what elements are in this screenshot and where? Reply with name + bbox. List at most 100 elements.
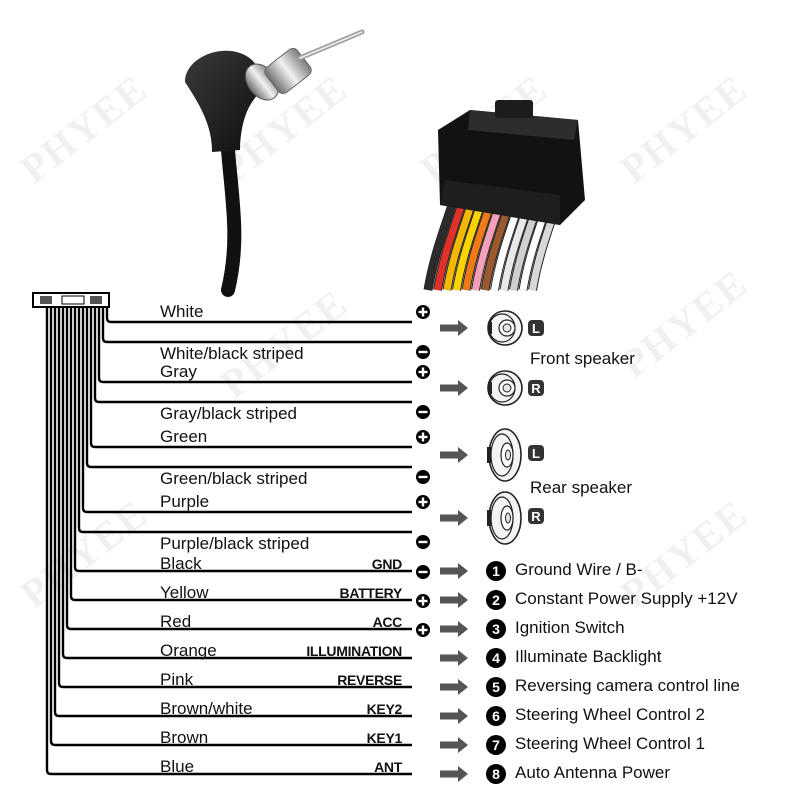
channel-badge-text: R: [531, 509, 541, 524]
wire-line: [85, 307, 412, 469]
wire-line: [77, 307, 412, 534]
wire-color-label: Purple/black striped: [160, 534, 310, 553]
wire-color-label: White: [160, 302, 204, 321]
wire-line: [73, 307, 412, 573]
wire-line: [89, 307, 412, 449]
wire-code-label: ACC: [372, 614, 403, 630]
wire-code-label: KEY1: [366, 730, 403, 746]
wire-color-label: Pink: [160, 670, 194, 689]
plus-icon: [416, 430, 430, 444]
plus-icon: [416, 594, 430, 608]
wire-line: [105, 307, 412, 324]
wire-code-label: GND: [371, 556, 403, 572]
arrow-icon: [440, 708, 468, 724]
wire-color-label: Gray/black striped: [160, 404, 297, 423]
wire-function-label: Auto Antenna Power: [515, 763, 671, 782]
plus-icon: [416, 365, 430, 379]
harness-wire: [434, 203, 465, 291]
arrow-icon: [440, 650, 468, 666]
wire-color-label: Orange: [160, 641, 217, 660]
channel-badge-icon: [528, 508, 544, 524]
number-badge-text: 4: [492, 650, 500, 666]
oval-speaker-icon: [487, 428, 522, 482]
wire-function-label: Illuminate Backlight: [515, 647, 662, 666]
antenna-plug: [185, 29, 365, 297]
number-badge-icon: [486, 648, 506, 668]
arrow-icon: [440, 320, 468, 336]
wire-function-label: Ignition Switch: [515, 618, 625, 637]
arrow-icon: [440, 563, 468, 579]
channel-badge-text: L: [532, 446, 540, 461]
minus-icon: [416, 345, 430, 359]
wire-line: [93, 307, 412, 404]
number-badge-text: 2: [492, 592, 500, 608]
wire-code-label: KEY2: [366, 701, 403, 717]
channel-badge-text: L: [532, 321, 540, 336]
number-badge-text: 1: [492, 563, 500, 579]
arrow-icon: [440, 737, 468, 753]
arrow-icon: [440, 679, 468, 695]
arrow-icon: [440, 510, 468, 526]
number-badge-icon: [486, 764, 506, 784]
number-badge-text: 6: [492, 708, 500, 724]
rear-speaker-label: Rear speaker: [530, 478, 633, 497]
arrow-icon: [440, 621, 468, 637]
minus-icon: [416, 565, 430, 579]
round-speaker-icon: [487, 310, 523, 346]
number-badge-text: 5: [492, 679, 500, 695]
plus-icon: [416, 495, 430, 509]
wire-color-label: Brown/white: [160, 699, 253, 718]
front-speaker-label: Front speaker: [530, 349, 635, 368]
number-badge-text: 3: [492, 621, 500, 637]
wire-line: [97, 307, 412, 384]
plus-icon: [416, 305, 430, 319]
number-badge-icon: [486, 735, 506, 755]
wire-color-label: Red: [160, 612, 192, 631]
number-badge-icon: [486, 619, 506, 639]
wire-line: [45, 307, 412, 776]
minus-icon: [416, 535, 430, 549]
wire-color-label: Blue: [160, 757, 195, 776]
number-badge-icon: [486, 590, 506, 610]
wire-color-label: Green/black striped: [160, 469, 308, 488]
wire-code-label: REVERSE: [337, 672, 402, 688]
wire-function-label: Steering Wheel Control 1: [515, 734, 705, 753]
number-badge-text: 8: [492, 766, 500, 782]
wire-line: [65, 307, 412, 631]
number-badge-icon: [486, 677, 506, 697]
arrow-icon: [440, 592, 468, 608]
number-badge-text: 7: [492, 737, 500, 753]
harness-wire: [424, 203, 456, 291]
wire-color-label: Yellow: [160, 583, 209, 602]
wire-line: [57, 307, 412, 689]
round-speaker-icon: [487, 370, 523, 406]
arrow-icon: [440, 766, 468, 782]
wire-line: [61, 307, 412, 660]
plus-icon: [416, 623, 430, 637]
harness-wire: [443, 203, 475, 291]
wire-line: [69, 307, 412, 602]
harness-connector: [423, 100, 585, 291]
arrow-icon: [440, 380, 468, 396]
number-badge-icon: [486, 561, 506, 581]
wire-color-label: Gray: [160, 362, 197, 381]
wire-color-label: Brown: [160, 728, 209, 747]
wire-function-label: Constant Power Supply +12V: [515, 589, 738, 608]
harness-wire: [453, 203, 484, 291]
wire-line: [81, 307, 412, 514]
number-badge-icon: [486, 706, 506, 726]
minus-icon: [416, 470, 430, 484]
wire-code-label: ANT: [374, 759, 402, 775]
wire-code-label: BATTERY: [339, 585, 403, 601]
arrow-icon: [440, 447, 468, 463]
wire-color-label: White/black striped: [160, 344, 304, 363]
channel-badge-text: R: [531, 381, 541, 396]
wire-function-label: Steering Wheel Control 2: [515, 705, 705, 724]
channel-badge-icon: [528, 320, 544, 336]
wire-color-label: Purple: [160, 492, 210, 511]
wire-code-label: ILLUMINATION: [306, 643, 402, 659]
wire-color-label: Black: [160, 554, 202, 573]
minus-icon: [416, 405, 430, 419]
